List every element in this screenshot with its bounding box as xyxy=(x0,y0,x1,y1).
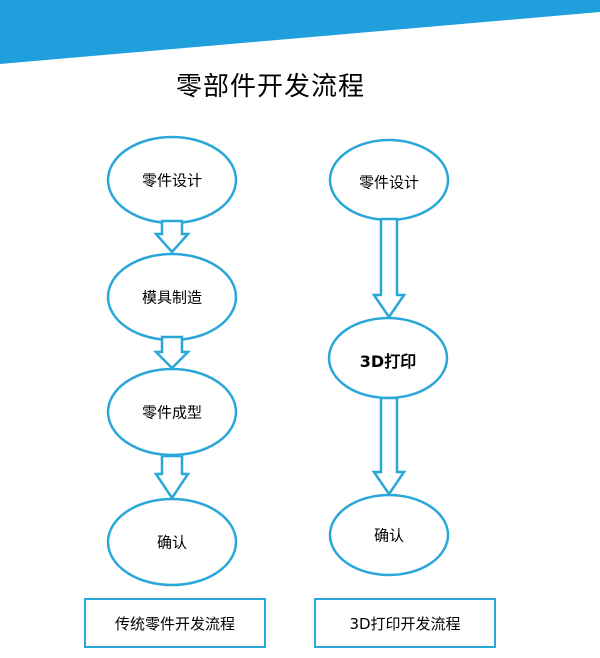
flow-left-node-3-label: 零件成型 xyxy=(141,403,203,422)
flow-right-arrow-1 xyxy=(371,217,407,320)
flow-right-caption-text: 3D打印开发流程 xyxy=(349,614,461,633)
flow-left-arrow-3 xyxy=(153,454,191,501)
flow-left-node-4-label: 确认 xyxy=(156,533,188,552)
flow-left-node-2-label: 模具制造 xyxy=(141,288,203,307)
flow-right-arrow-2 xyxy=(371,396,407,497)
flow-left-caption: 传统零件开发流程 xyxy=(84,598,266,648)
flow-left-arrow-2 xyxy=(152,335,192,370)
diagram-title: 零部件开发流程 xyxy=(176,72,366,102)
flow-left-caption-text: 传统零件开发流程 xyxy=(114,614,235,633)
header-banner xyxy=(0,0,600,64)
flow-left-arrow-1 xyxy=(153,219,191,254)
flow-right-caption: 3D打印开发流程 xyxy=(314,598,496,648)
flow-right-node-3-label: 确认 xyxy=(373,526,405,545)
flow-right-node-1-label: 零件设计 xyxy=(358,173,420,192)
flow-right-node-2-label: 3D打印 xyxy=(359,352,417,371)
flow-left-node-1-label: 零件设计 xyxy=(141,171,203,190)
